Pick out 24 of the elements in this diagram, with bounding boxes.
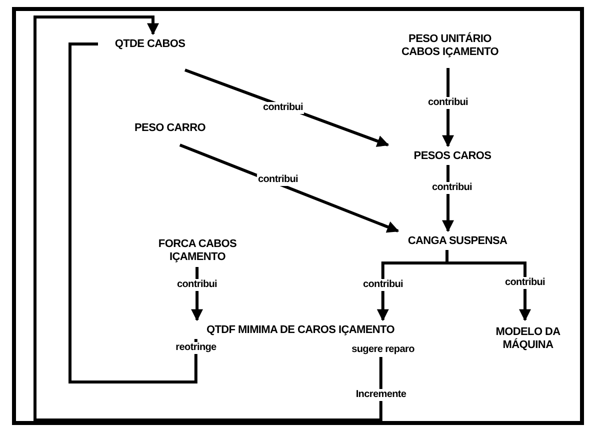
edge-label: contribui <box>504 277 546 289</box>
arrow <box>446 250 531 322</box>
node-label: CANGA SUSPENSA <box>408 235 508 248</box>
node-label: PESOS CAROS <box>414 150 492 163</box>
edge-label: contribui <box>426 97 470 109</box>
arrow <box>179 144 400 233</box>
node-label: CABOS IÇAMENTO <box>401 46 499 59</box>
edge-label: contribui <box>176 279 218 291</box>
edge-label: Incremente <box>354 389 408 401</box>
node-label: PESO UNITÁRIO <box>408 33 492 46</box>
arrow <box>34 16 382 422</box>
node-label: MODELO DA MÁQUINA <box>494 326 562 352</box>
arrow <box>184 68 390 147</box>
edge-label: contribui <box>430 182 474 194</box>
edge-label: reotringe <box>174 342 218 354</box>
arrow <box>442 68 454 148</box>
node-note: sugere reparo <box>350 344 416 356</box>
edge-label: contribui <box>262 102 304 114</box>
node-label: FORCA CABOS IÇAMENTO <box>157 238 238 264</box>
node-label: PESO CARRO <box>134 122 206 135</box>
edge-label: contribui <box>362 279 404 291</box>
node-label: QTDF MIMIMA DE CAROS IÇAMENTO <box>206 324 395 337</box>
node-label: QTDE CABOS <box>114 38 186 51</box>
edge-label: contribui <box>256 174 300 186</box>
